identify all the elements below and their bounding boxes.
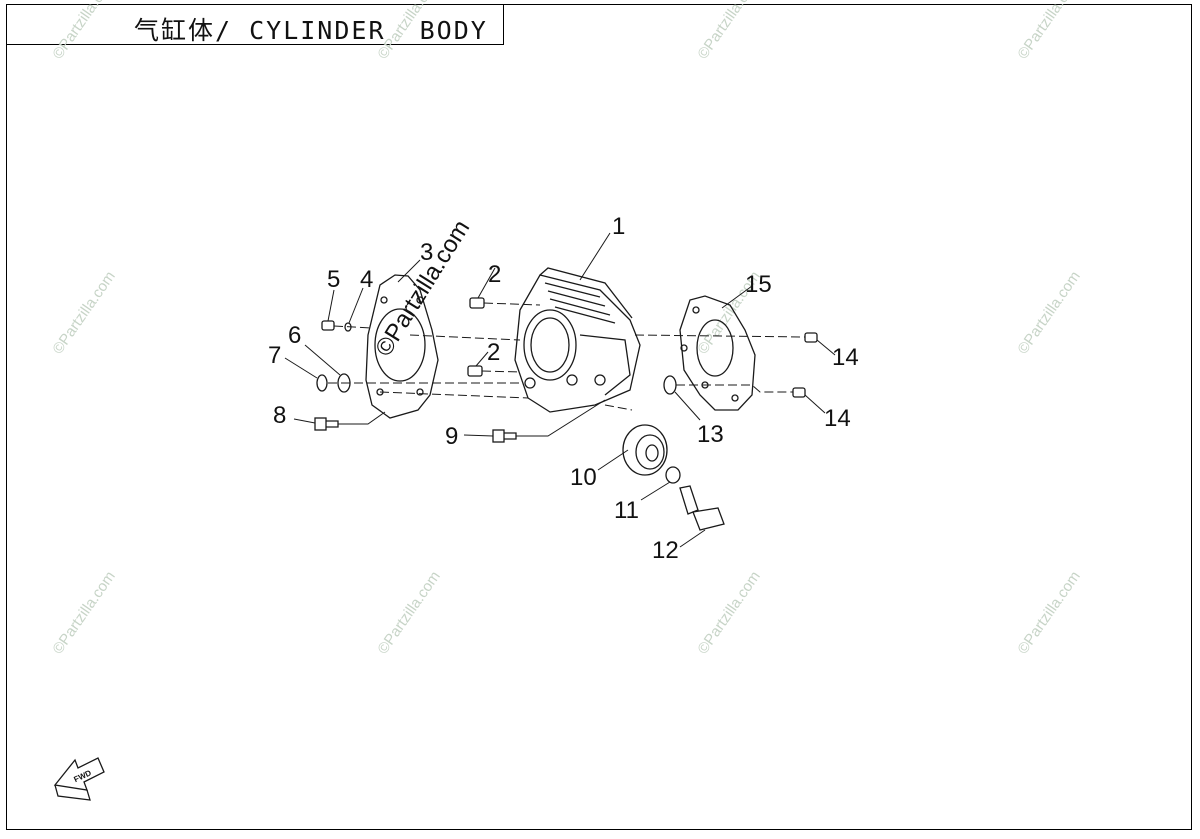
part-10-plug-cap xyxy=(622,424,668,476)
part-7-o-ring xyxy=(316,374,328,392)
watermark-text: ©Partzilla.com xyxy=(694,568,764,657)
title-block: 气缸体/ CYLINDER BODY xyxy=(6,4,504,45)
part-15-gasket-right xyxy=(679,295,756,411)
watermark-text: ©Partzilla.com xyxy=(49,268,119,357)
callout-11: 11 xyxy=(614,497,639,524)
part-13-o-ring xyxy=(663,375,677,395)
part-14-dowel-lower xyxy=(792,387,806,398)
watermark-text: ©Partzilla.com xyxy=(1014,268,1084,357)
watermark-text: ©Partzilla.com xyxy=(49,568,119,657)
fwd-label: FWD xyxy=(72,768,93,784)
callout-12: 12 xyxy=(652,537,679,564)
callout-5: 5 xyxy=(327,266,340,293)
assembly-lines xyxy=(328,302,806,411)
fwd-arrow-icon: FWD xyxy=(53,757,105,801)
callout-13: 13 xyxy=(697,421,724,448)
callout-4: 4 xyxy=(360,266,373,293)
part-2-dowel-upper xyxy=(469,297,485,309)
callout-14-lower: 14 xyxy=(824,405,851,432)
callout-10: 10 xyxy=(570,464,597,491)
part-3-gasket-left xyxy=(365,274,439,419)
callout-3: 3 xyxy=(420,239,433,266)
drawing-frame xyxy=(6,4,1192,830)
callout-9: 9 xyxy=(445,423,458,450)
part-14-dowel-upper xyxy=(804,332,818,343)
callout-8: 8 xyxy=(273,402,286,429)
watermark-text: ©Partzilla.com xyxy=(49,0,119,62)
watermark-text: ©Partzilla.com xyxy=(374,0,444,62)
part-2-dowel-lower xyxy=(467,365,483,377)
leader-lines xyxy=(284,232,836,548)
callout-7: 7 xyxy=(268,342,281,369)
callout-15: 15 xyxy=(745,271,772,298)
callout-1: 1 xyxy=(612,213,625,240)
watermark-overlay: ©Partzilla.com xyxy=(370,215,475,361)
diagram-title: 气缸体/ CYLINDER BODY xyxy=(134,16,488,45)
part-12-drain-bolt xyxy=(679,485,725,531)
part-9-bolt xyxy=(492,429,517,443)
callout-2-upper: 2 xyxy=(488,261,501,288)
watermark-text: ©Partzilla.com xyxy=(694,0,764,62)
callout-labels: 1 2 2 3 4 5 6 7 8 9 10 11 12 13 14 14 15 xyxy=(268,213,859,564)
watermark-text: ©Partzilla.com xyxy=(1014,0,1084,62)
part-8-bolt xyxy=(314,417,339,431)
watermark-layer: ©Partzilla.com ©Partzilla.com ©Partzilla… xyxy=(49,0,1084,657)
watermark-text: ©Partzilla.com xyxy=(1014,568,1084,657)
part-11-o-ring xyxy=(665,466,681,484)
part-1-cylinder-body xyxy=(514,267,641,413)
callout-14-upper: 14 xyxy=(832,344,859,371)
callout-6: 6 xyxy=(288,322,301,349)
small-parts xyxy=(314,297,818,531)
watermark-text: ©Partzilla.com xyxy=(374,568,444,657)
part-5-dowel xyxy=(321,320,335,331)
callout-2-lower: 2 xyxy=(487,339,500,366)
